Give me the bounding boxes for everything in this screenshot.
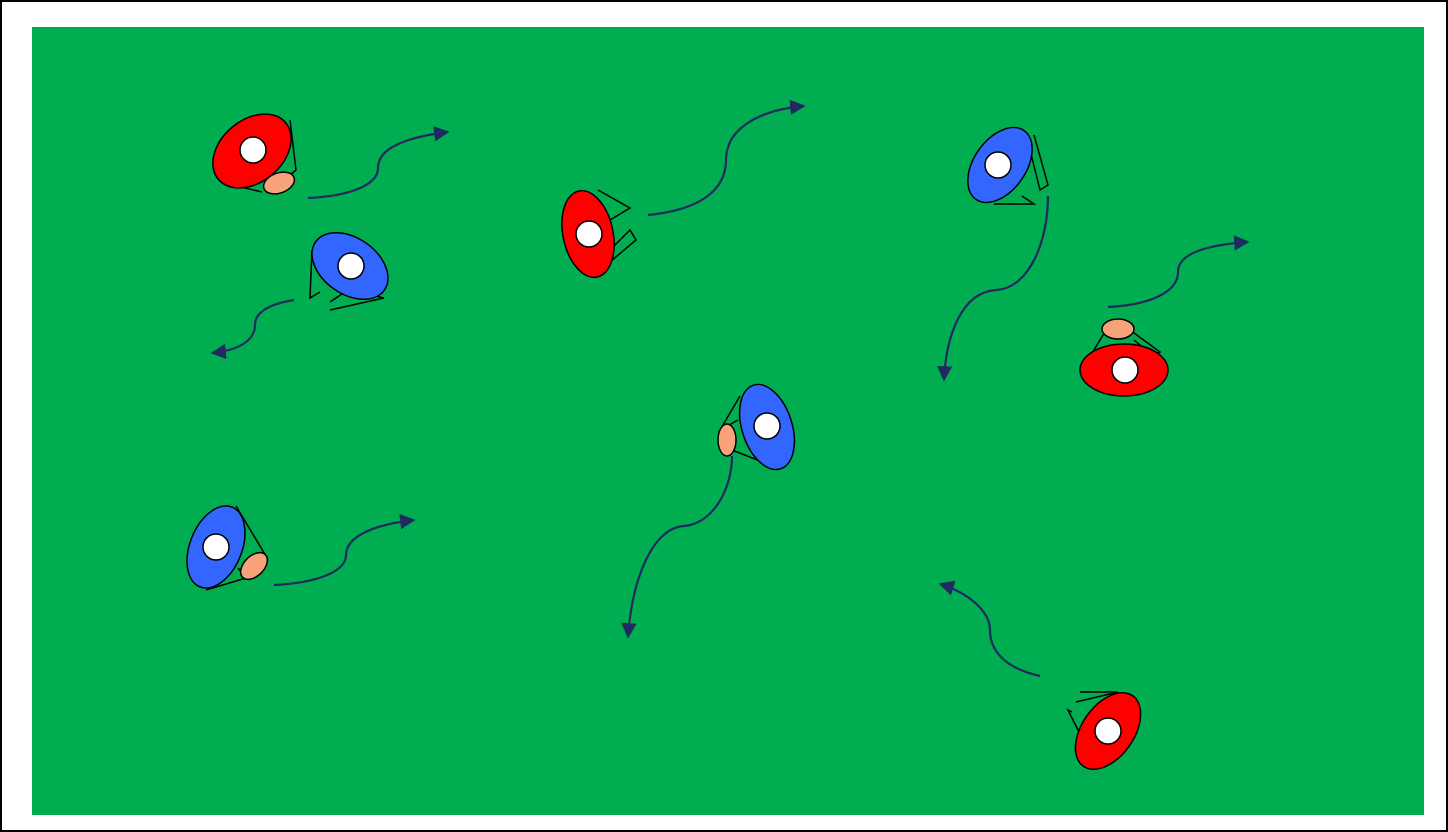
player-head xyxy=(203,534,229,560)
player-head xyxy=(1112,357,1138,383)
player-head xyxy=(1095,718,1121,744)
player-head xyxy=(754,413,780,439)
player-head xyxy=(240,137,266,163)
rugby-ball-icon xyxy=(718,424,736,456)
player-head xyxy=(985,152,1011,178)
player-head xyxy=(576,221,602,247)
rugby-ball-icon xyxy=(1102,319,1134,339)
player-head xyxy=(338,253,364,279)
